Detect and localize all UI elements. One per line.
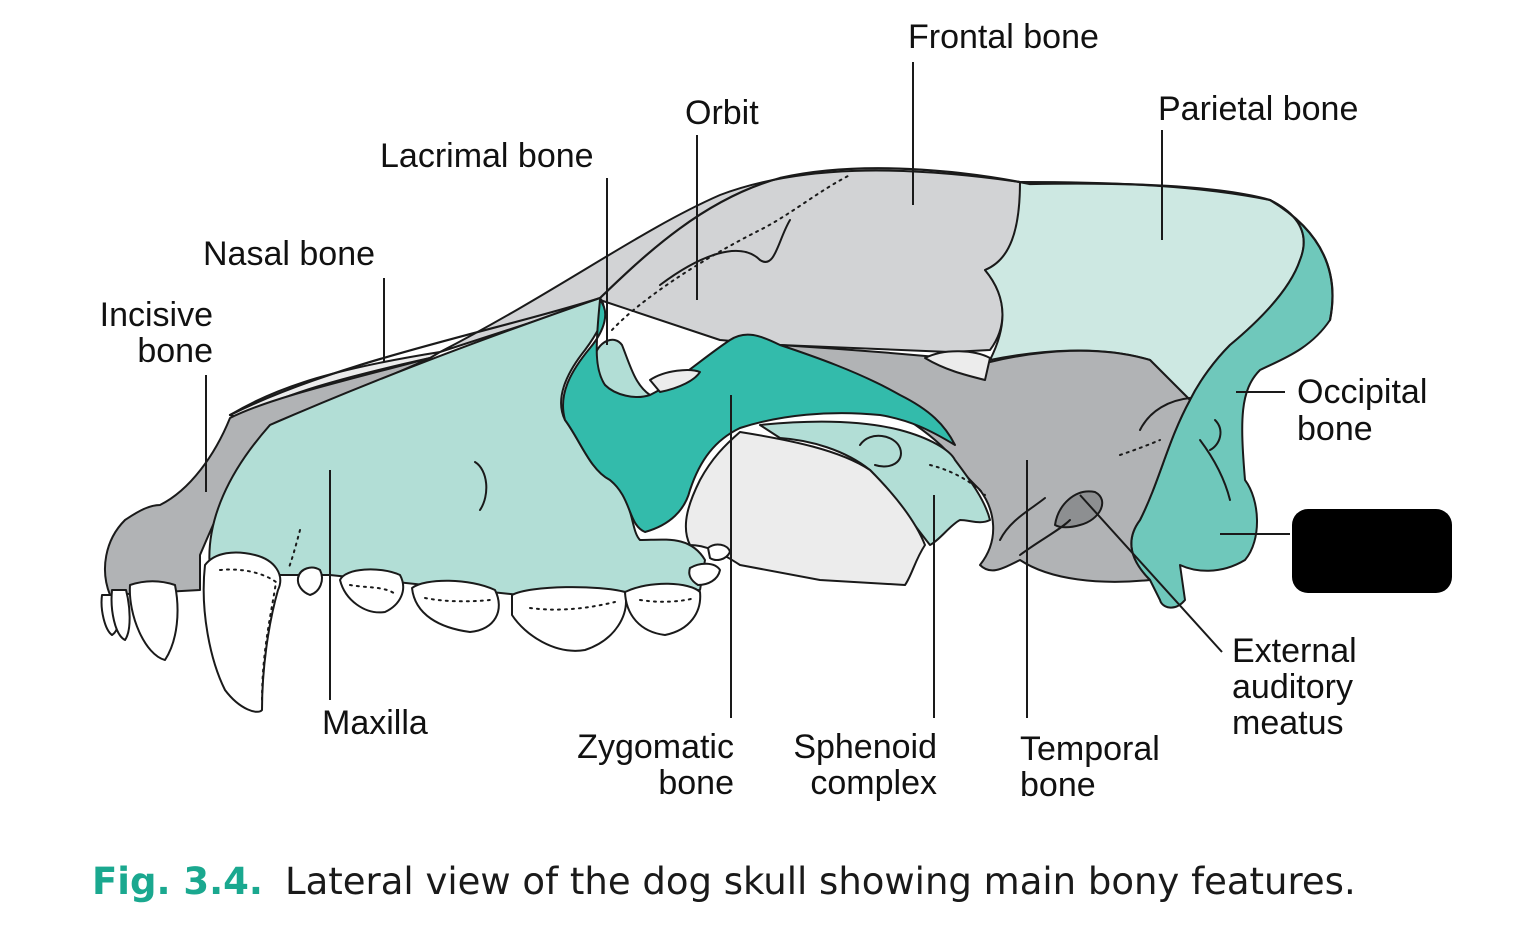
label-zygomatic-bone-line2: bone <box>658 764 734 802</box>
label-external-auditory-meatus-line1: External <box>1232 632 1357 670</box>
suture-dotted-lines <box>219 174 1161 701</box>
incisor-tooth-3 <box>128 580 179 661</box>
label-incisive-bone-line1: Incisive <box>100 296 213 334</box>
label-nasal-bone: Nasal bone <box>203 235 375 273</box>
label-orbit: Orbit <box>685 94 759 132</box>
label-occipital-bone-line2: bone <box>1297 410 1373 448</box>
frontal-notch-shape <box>924 350 991 381</box>
orbit-floor-shape <box>684 431 926 586</box>
redacted-label-box <box>1292 509 1452 593</box>
carnassial-tooth <box>511 586 627 652</box>
figure-caption-text: Lateral view of the dog skull showing ma… <box>284 860 1356 903</box>
label-sphenoid-complex-line2: complex <box>810 764 937 802</box>
label-zygomatic-bone-line1: Zygomatic <box>577 728 734 766</box>
label-occipital-bone-line1: Occipital <box>1297 373 1427 411</box>
canine-tooth <box>202 551 282 713</box>
premolar-1 <box>296 566 323 596</box>
label-external-auditory-meatus-line2: auditory <box>1232 668 1353 706</box>
premolar-3 <box>411 579 500 633</box>
label-temporal-bone-line2: bone <box>1020 766 1096 804</box>
label-maxilla: Maxilla <box>322 704 428 742</box>
leader-lines <box>205 62 1290 718</box>
label-group: Frontal bone Parietal bone Orbit Lacrima… <box>100 18 1428 804</box>
orbit-notch-shape <box>649 369 701 393</box>
label-incisive-bone-line2: bone <box>137 332 213 370</box>
label-lacrimal-bone: Lacrimal bone <box>380 137 594 175</box>
detail-lines <box>474 219 1231 556</box>
skull-outline <box>228 167 1334 417</box>
label-frontal-bone: Frontal bone <box>908 18 1099 56</box>
auditory-meatus-shape <box>1054 490 1104 529</box>
label-parietal-bone: Parietal bone <box>1158 90 1358 128</box>
molar-1 <box>624 582 702 636</box>
premolar-2 <box>339 568 405 614</box>
occipital-bone-shape <box>1130 199 1334 609</box>
label-external-auditory-meatus-line3: meatus <box>1232 704 1344 742</box>
molar-2 <box>688 562 721 586</box>
label-sphenoid-complex-line1: Sphenoid <box>793 728 937 766</box>
figure-caption: Fig. 3.4. Lateral view of the dog skull s… <box>92 860 1356 903</box>
figure-number: Fig. 3.4. <box>92 860 263 903</box>
incisor-tooth-2 <box>110 589 131 641</box>
molar-3 <box>707 543 731 561</box>
label-temporal-bone-line1: Temporal <box>1020 730 1160 768</box>
